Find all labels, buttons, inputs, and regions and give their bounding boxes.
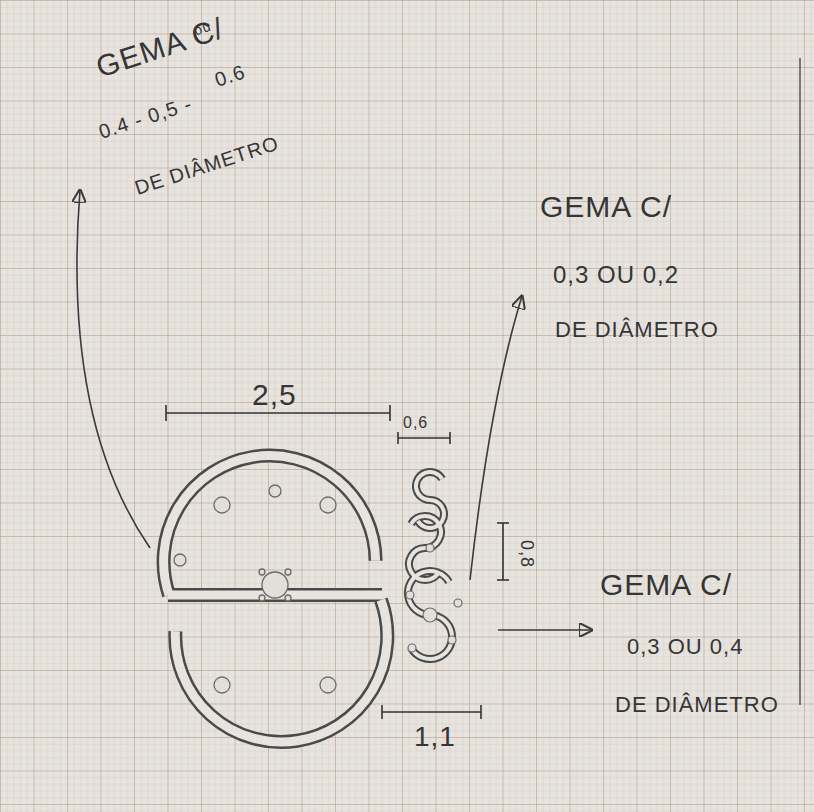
paper-edge-line xyxy=(799,58,801,705)
dimension-label: 0,6 xyxy=(403,414,428,432)
leader-arrows xyxy=(77,190,592,630)
large-s-pendant xyxy=(164,456,388,742)
dimension-label: 2,5 xyxy=(252,378,297,411)
dimension-label: 0,8 xyxy=(516,540,536,568)
note-text: 0,3 OU 0,2 xyxy=(553,262,679,288)
dimension-label: 1,1 xyxy=(414,722,456,753)
note-text: 0,3 OU 0,4 xyxy=(627,635,743,659)
note-text: GEMA C/ xyxy=(600,568,732,601)
note-text: DE DIÂMETRO xyxy=(615,693,779,717)
note-text: DE DIÂMETRO xyxy=(555,318,719,342)
small-s-pendants xyxy=(406,472,462,659)
note-text: GEMA C/ xyxy=(540,190,672,223)
dimension-lines xyxy=(166,405,509,719)
